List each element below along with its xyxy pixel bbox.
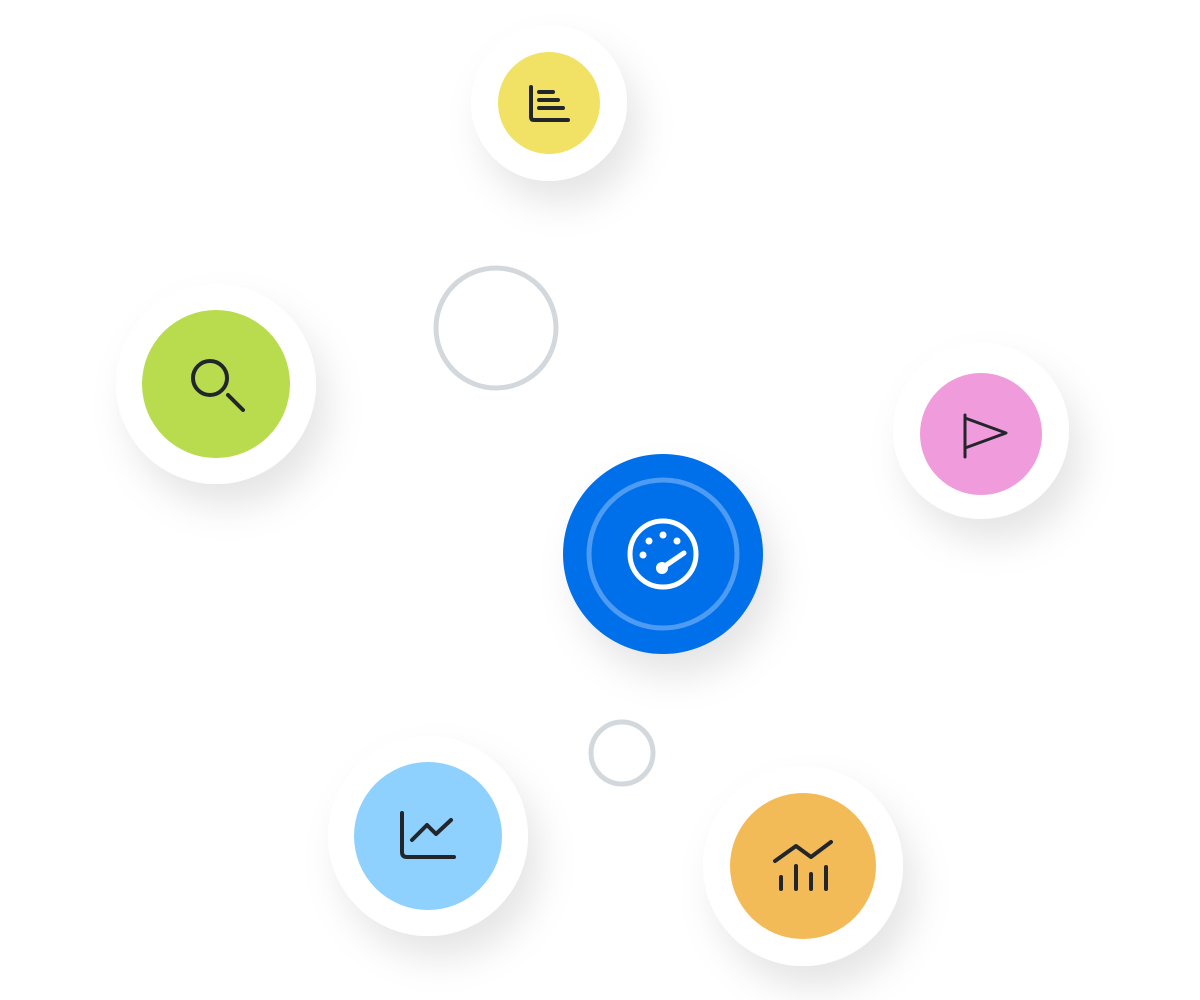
edge-center-hub2 xyxy=(631,652,656,722)
edge-hub-center xyxy=(530,377,602,480)
flag-icon xyxy=(963,413,1008,459)
node-center[interactable] xyxy=(563,454,763,654)
line-chart-icon xyxy=(400,811,456,859)
dashboard-gauge-icon xyxy=(627,518,699,590)
edge-hub-left xyxy=(314,343,438,374)
node-bottom-right[interactable] xyxy=(703,766,903,966)
edge-top-hub xyxy=(510,178,532,270)
edge-center-right xyxy=(758,470,906,544)
node-left[interactable] xyxy=(116,284,316,484)
node-right[interactable] xyxy=(893,343,1069,519)
horizontal-bar-chart-icon xyxy=(529,85,570,122)
node-top[interactable] xyxy=(471,25,627,181)
edge-hub2-bottom-right xyxy=(648,772,716,822)
edge-hub2-bottom-left xyxy=(518,766,593,799)
hub-node-lower xyxy=(588,719,656,787)
node-bottom-left[interactable] xyxy=(328,736,528,936)
search-icon xyxy=(191,359,245,412)
hub-node-upper xyxy=(433,265,559,391)
bar-line-chart-icon xyxy=(773,840,833,891)
